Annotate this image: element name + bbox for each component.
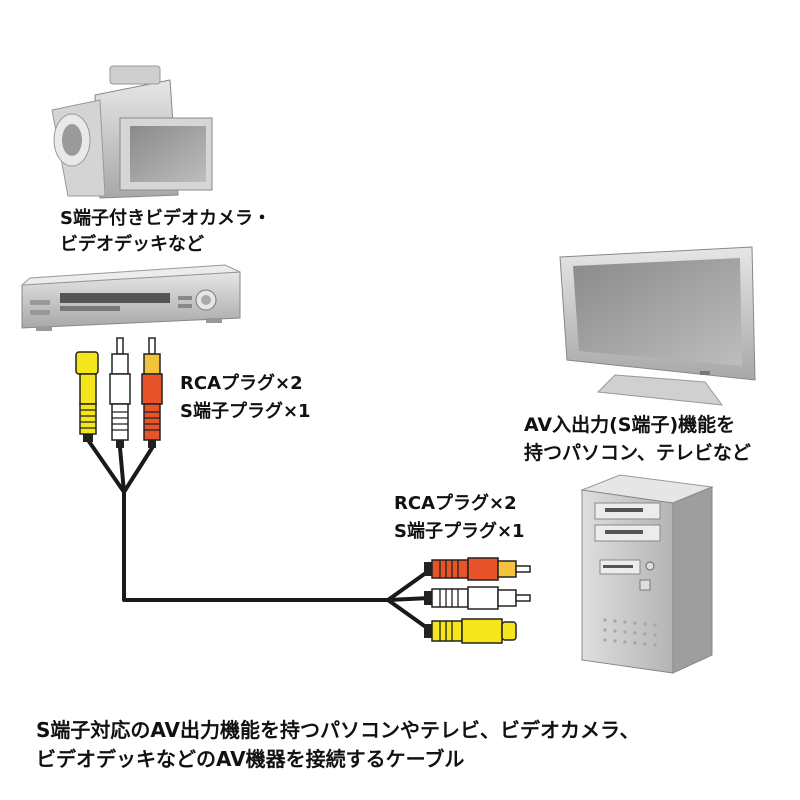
rca-white-plug-left xyxy=(109,337,131,448)
caption-line2: ビデオデッキなどのAV機器を接続するケーブル xyxy=(36,747,465,771)
camera-label-line1: S端子付きビデオカメラ・ xyxy=(60,208,271,229)
caption-line1: S端子対応のAV出力機能を持つパソコンやテレビ、ビデオカメラ、 xyxy=(36,718,640,742)
caption: S端子対応のAV出力機能を持つパソコンやテレビ、ビデオカメラ、 ビデオデッキなど… xyxy=(36,716,640,774)
plug-label-right-line2: S端子プラグ×1 xyxy=(394,521,525,542)
rca-red-plug-right xyxy=(424,557,531,581)
av-cable xyxy=(86,438,432,632)
plug-label-left-line2: S端子プラグ×1 xyxy=(180,401,311,422)
video-deck-icon xyxy=(20,264,241,331)
s-terminal-plug-right xyxy=(424,618,517,644)
pc-label-line2: 持つパソコン、テレビなど xyxy=(524,442,751,464)
pc-tower-icon xyxy=(580,474,714,674)
s-terminal-plug-left xyxy=(75,351,99,442)
camera-label-line2: ビデオデッキなど xyxy=(60,234,204,255)
rca-red-plug-left xyxy=(141,337,163,448)
plug-label-left-line1: RCAプラグ×2 xyxy=(180,373,303,394)
monitor-icon xyxy=(559,246,756,406)
rca-white-plug-right xyxy=(424,586,531,610)
video-camera-icon xyxy=(51,65,213,199)
pc-label-line1: AV入出力(S端子)機能を xyxy=(524,414,736,436)
plug-label-right-line1: RCAプラグ×2 xyxy=(394,493,517,514)
